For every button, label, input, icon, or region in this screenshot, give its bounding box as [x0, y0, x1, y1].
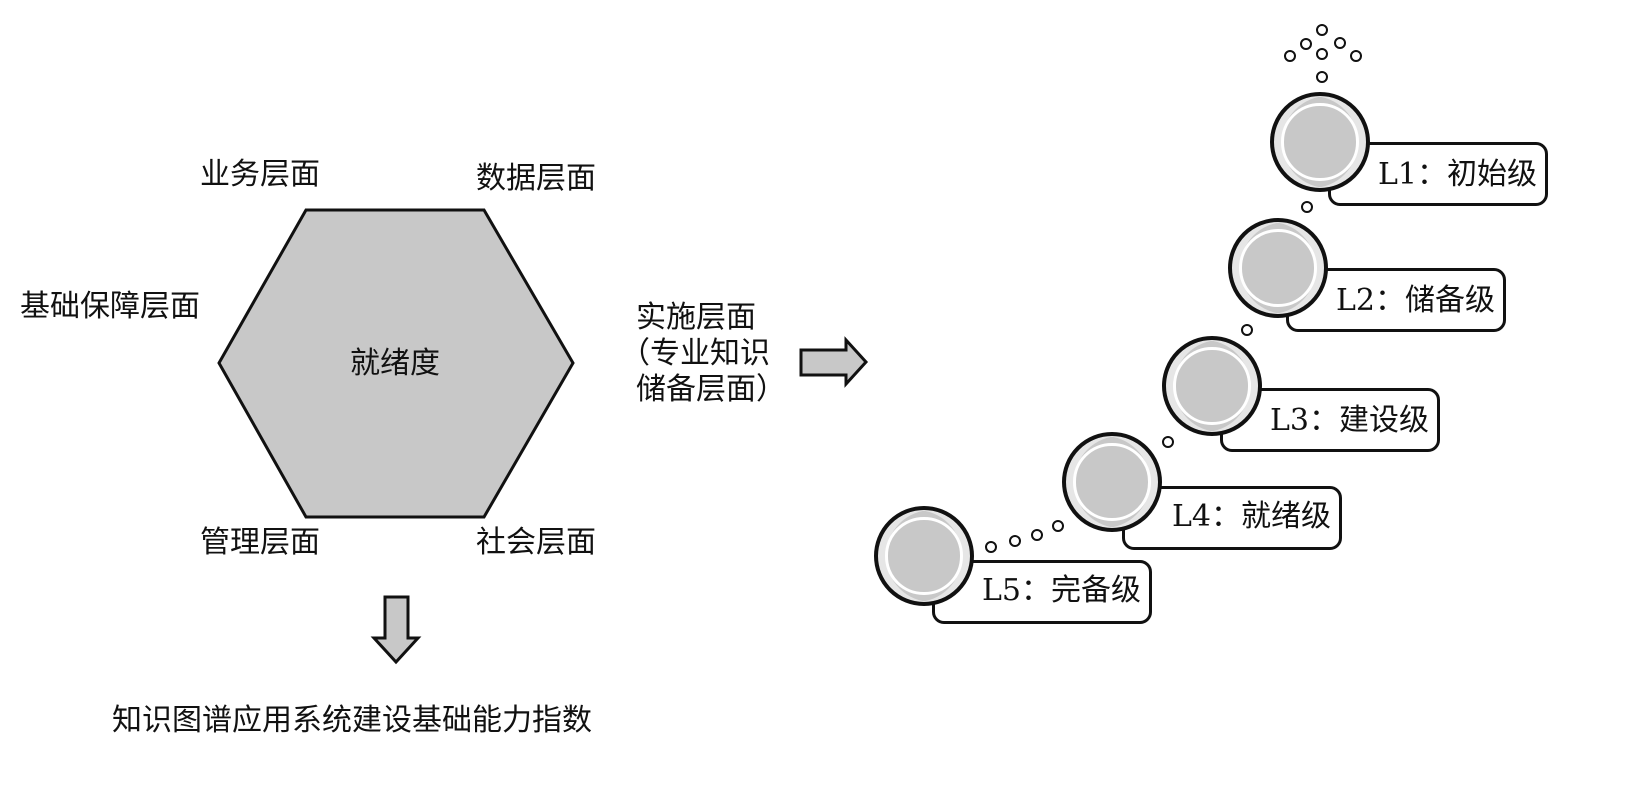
bubble-dot: [1350, 50, 1362, 62]
implementation-line2: （专业知识: [620, 336, 786, 372]
bubble-dot: [1334, 37, 1346, 49]
dimension-infrastructure: 基础保障层面: [20, 292, 200, 322]
level-ball-l5: [874, 506, 974, 606]
implementation-line1: 实施层面: [620, 300, 786, 336]
bubble-dot: [1052, 520, 1064, 532]
right-arrow: [801, 340, 866, 384]
dimension-business: 业务层面: [200, 160, 320, 190]
level-label-l5: L5：完备级: [982, 576, 1141, 606]
level-label-l1: L1：初始级: [1378, 160, 1537, 190]
bottom-label: 知识图谱应用系统建设基础能力指数: [112, 706, 592, 736]
level-ball-l2: [1228, 218, 1328, 318]
down-arrow: [374, 597, 418, 662]
center-label: 就绪度: [350, 349, 440, 379]
level-ball-l3: [1162, 336, 1262, 436]
implementation-line3: 储备层面）: [620, 372, 786, 408]
level-label-l2: L2：储备级: [1336, 286, 1495, 316]
dimension-management: 管理层面: [200, 528, 320, 558]
level-ball-l1: [1270, 92, 1370, 192]
bubble-dot: [1031, 529, 1043, 541]
bubble-dot: [1162, 436, 1174, 448]
bubble-dot: [1300, 38, 1312, 50]
bubble-dot: [1316, 71, 1328, 83]
implementation-label: 实施层面 （专业知识 储备层面）: [620, 300, 786, 408]
bubble-dot: [1316, 24, 1328, 36]
bubble-dot: [1241, 324, 1253, 336]
bubble-dot: [985, 541, 997, 553]
level-label-l3: L3：建设级: [1270, 406, 1429, 436]
dimension-data: 数据层面: [476, 164, 596, 194]
bubble-dot: [1301, 201, 1313, 213]
bubble-dot: [1009, 535, 1021, 547]
level-label-l4: L4：就绪级: [1172, 502, 1331, 532]
bubble-dot: [1284, 50, 1296, 62]
bubble-dot: [1316, 48, 1328, 60]
level-ball-l4: [1062, 432, 1162, 532]
dimension-social: 社会层面: [476, 528, 596, 558]
